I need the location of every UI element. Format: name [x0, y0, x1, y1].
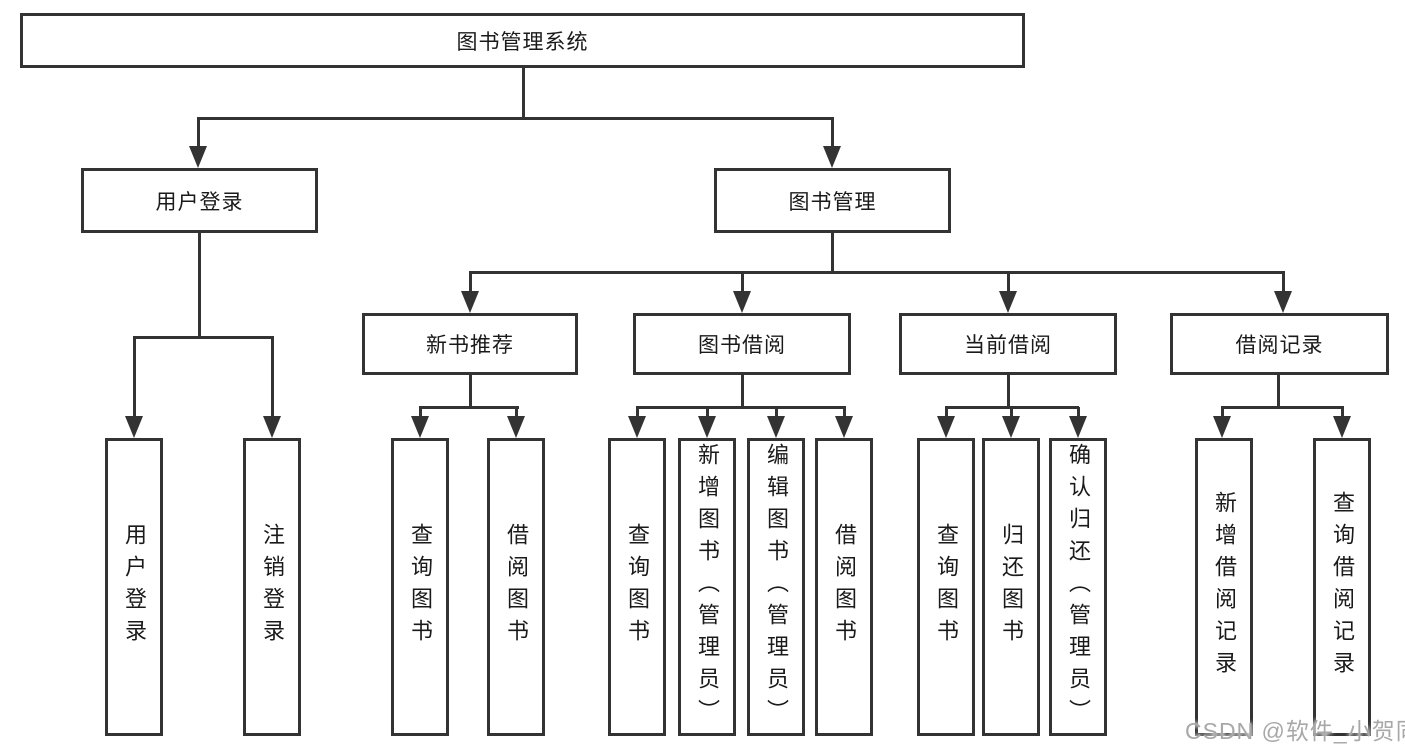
connector-line — [706, 407, 709, 418]
connector-line — [133, 337, 136, 418]
connector-line — [469, 375, 472, 409]
connector-line — [636, 407, 639, 418]
arrow-down-icon — [835, 416, 853, 438]
arrow-down-icon — [263, 416, 281, 438]
arrow-down-icon — [823, 146, 841, 168]
arrow-down-icon — [507, 416, 525, 438]
arrow-down-icon — [411, 416, 429, 438]
leaf-br-add-record-label: 新增借阅记录 — [1212, 491, 1237, 683]
node-current-borrow-label: 当前借阅 — [964, 334, 1052, 357]
arrow-down-icon — [1274, 291, 1292, 313]
csdn-watermark: CSDN @软件_小贺同学 — [1185, 718, 1405, 744]
node-book-borrow-label: 图书借阅 — [698, 334, 786, 357]
connector-line — [515, 407, 518, 418]
connector-line — [469, 272, 472, 293]
leaf-nb-borrow-book: 借阅图书 — [487, 438, 545, 736]
leaf-nb-query-book: 查询图书 — [391, 438, 449, 736]
connector-line — [1221, 407, 1224, 418]
node-new-book-recommend: 新书推荐 — [362, 313, 578, 375]
leaf-user-login: 用户登录 — [105, 438, 163, 736]
arrow-down-icon — [1002, 416, 1020, 438]
leaf-logout: 注销登录 — [243, 438, 301, 736]
leaf-logout-label: 注销登录 — [260, 523, 285, 651]
leaf-br-add-record: 新增借阅记录 — [1195, 438, 1253, 736]
connector-line — [197, 118, 200, 148]
node-new-book-recommend-label: 新书推荐 — [426, 334, 514, 357]
connector-line — [1010, 407, 1013, 418]
connector-line — [1007, 272, 1010, 293]
leaf-bb-edit-book-admin-label: 编辑图书（管理员） — [764, 443, 789, 731]
leaf-cb-return-book-label: 归还图书 — [999, 523, 1024, 651]
node-book-management: 图书管理 — [714, 168, 951, 233]
connector-line — [1277, 375, 1280, 409]
arrow-down-icon — [1333, 416, 1351, 438]
arrow-down-icon — [628, 416, 646, 438]
connector-line — [1341, 407, 1344, 418]
connector-line — [1282, 272, 1285, 293]
node-borrow-record-label: 借阅记录 — [1235, 334, 1324, 357]
arrow-down-icon — [733, 291, 751, 313]
leaf-nb-query-book-label: 查询图书 — [408, 523, 433, 651]
connector-line — [522, 68, 525, 120]
leaf-bb-edit-book-admin: 编辑图书（管理员） — [747, 438, 805, 736]
leaf-br-query-record-label: 查询借阅记录 — [1330, 491, 1355, 683]
arrow-down-icon — [999, 291, 1017, 313]
leaf-user-login-label: 用户登录 — [122, 523, 147, 651]
connector-line — [831, 233, 834, 274]
arrow-down-icon — [1069, 416, 1087, 438]
connector-line — [741, 272, 744, 293]
node-borrow-record: 借阅记录 — [1170, 313, 1389, 375]
leaf-cb-confirm-return-admin-label: 确认归还（管理员） — [1066, 443, 1091, 731]
connector-line — [419, 407, 422, 418]
leaf-bb-add-book-admin-label: 新增图书（管理员） — [695, 443, 720, 731]
connector-line — [271, 337, 274, 418]
node-user-login: 用户登录 — [81, 168, 318, 233]
leaf-bb-query-book-label: 查询图书 — [625, 523, 650, 651]
leaf-bb-query-book: 查询图书 — [608, 438, 666, 736]
arrow-down-icon — [461, 291, 479, 313]
leaf-nb-borrow-book-label: 借阅图书 — [504, 523, 529, 651]
connector-line — [133, 336, 274, 339]
connector-line — [1007, 375, 1010, 409]
connector-line — [197, 117, 834, 120]
node-book-borrow: 图书借阅 — [633, 313, 851, 375]
node-root-label: 图书管理系统 — [456, 30, 589, 54]
leaf-bb-borrow-book-label: 借阅图书 — [832, 523, 857, 651]
connector-line — [198, 233, 201, 339]
connector-line — [469, 271, 1285, 274]
node-root: 图书管理系统 — [20, 13, 1025, 68]
arrow-down-icon — [189, 146, 207, 168]
leaf-bb-borrow-book: 借阅图书 — [815, 438, 873, 736]
connector-line — [843, 407, 846, 418]
arrow-down-icon — [125, 416, 143, 438]
arrow-down-icon — [1213, 416, 1231, 438]
connector-line — [1221, 406, 1344, 409]
leaf-cb-return-book: 归还图书 — [982, 438, 1040, 736]
connector-line — [419, 406, 519, 409]
connector-line — [1077, 407, 1080, 418]
connector-line — [636, 406, 846, 409]
connector-line — [741, 375, 744, 409]
leaf-bb-add-book-admin: 新增图书（管理员） — [678, 438, 736, 736]
node-current-borrow: 当前借阅 — [899, 313, 1117, 375]
connector-line — [945, 407, 948, 418]
leaf-cb-query-book-label: 查询图书 — [934, 523, 959, 651]
arrow-down-icon — [937, 416, 955, 438]
leaf-cb-confirm-return-admin: 确认归还（管理员） — [1049, 438, 1107, 736]
connector-line — [775, 407, 778, 418]
leaf-br-query-record: 查询借阅记录 — [1313, 438, 1371, 736]
node-user-login-label: 用户登录 — [155, 190, 244, 214]
arrow-down-icon — [698, 416, 716, 438]
node-book-management-label: 图书管理 — [788, 190, 877, 214]
leaf-cb-query-book: 查询图书 — [917, 438, 975, 736]
arrow-down-icon — [767, 416, 785, 438]
connector-line — [831, 118, 834, 148]
